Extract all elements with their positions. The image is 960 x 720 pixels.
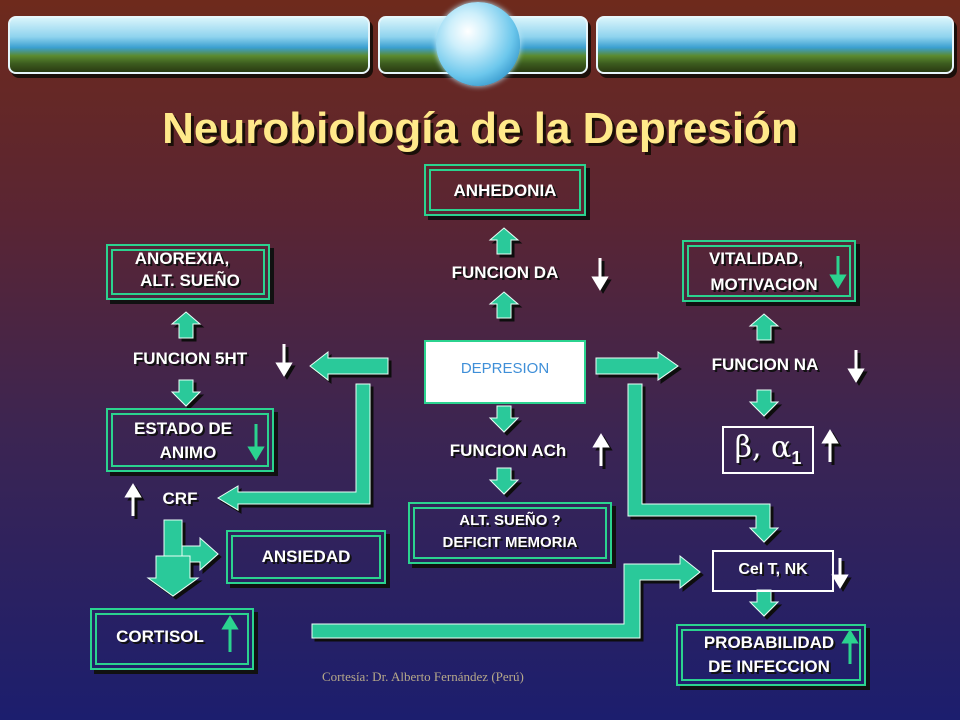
funcion-5ht-label: FUNCION 5HT: [132, 349, 248, 368]
estado-label-2: ANIMO: [159, 443, 217, 462]
banner-left: [8, 16, 370, 74]
anorexia-box: [106, 244, 270, 300]
vitalidad-label-2: MOTIVACION: [710, 275, 818, 294]
probabilidad-label-1: PROBABILIDAD: [703, 633, 835, 652]
alt-sueno-box: [408, 502, 612, 564]
alt-sueno-label-1: ALT. SUEÑO ?: [459, 512, 561, 529]
cel-t-nk-box: [712, 550, 834, 592]
beta-alpha-box: [722, 426, 814, 474]
anhedonia-label: ANHEDONIA: [453, 181, 557, 200]
alt-sueno-label-2: DEFICIT MEMORIA: [442, 534, 578, 551]
anorexia-label-1: ANOREXIA,: [134, 249, 230, 268]
vitalidad-box: [682, 240, 856, 302]
anhedonia-box: [424, 164, 586, 216]
estado-label-1: ESTADO DE: [134, 419, 232, 438]
ansiedad-label: ANSIEDAD: [261, 547, 351, 566]
beta-alpha-subscript: 1: [791, 448, 802, 468]
ansiedad-box: [226, 530, 386, 584]
cortisol-label: CORTISOL: [116, 627, 204, 646]
estado-animo-box: [106, 408, 274, 472]
banner-right: [596, 16, 954, 74]
depresion-box: [424, 340, 586, 404]
funcion-da-label: FUNCION DA: [451, 263, 559, 282]
cortisol-box: [90, 608, 254, 670]
beta-alpha-label: β, α1: [722, 430, 814, 469]
globe-icon: [436, 2, 520, 86]
funcion-ach-label: FUNCION ACh: [449, 441, 567, 460]
depresion-label: DEPRESION: [460, 360, 550, 377]
probabilidad-box: [676, 624, 866, 686]
cel-t-nk-label: Cel T, NK: [738, 561, 808, 578]
anorexia-label-2: ALT. SUEÑO: [140, 271, 240, 290]
credit-text: Cortesía: Dr. Alberto Fernández (Perú): [322, 669, 524, 684]
beta-alpha-text: β, α: [734, 430, 792, 465]
probabilidad-label-2: DE INFECCION: [708, 657, 830, 676]
funcion-na-label: FUNCION NA: [711, 355, 819, 374]
page-title: Neurobiología de la Depresión: [162, 104, 798, 153]
vitalidad-label-1: VITALIDAD,: [708, 249, 804, 268]
crf-label: CRF: [162, 489, 198, 508]
